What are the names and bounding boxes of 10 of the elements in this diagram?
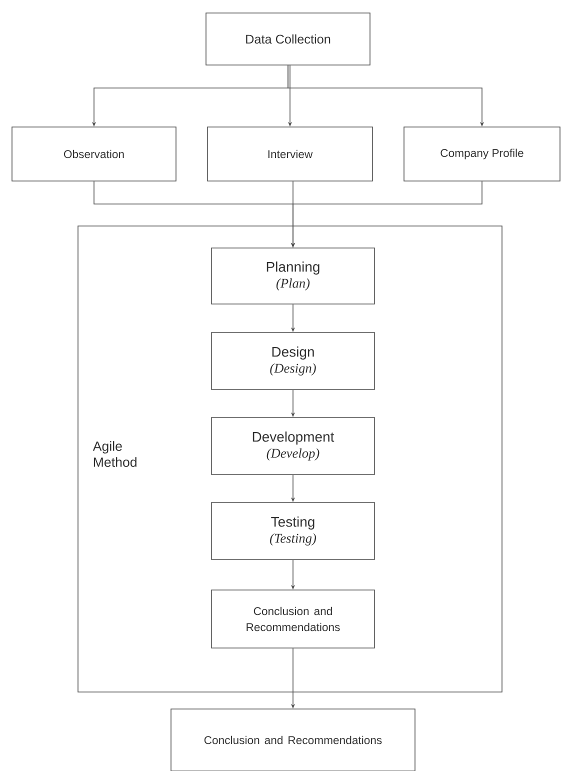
- stage-box: Testing (Testing): [211, 502, 375, 560]
- source-box: Observation: [12, 126, 176, 182]
- result-box: Conclusion and Recommendations: [170, 708, 416, 771]
- stage-box: Design (Design): [211, 332, 375, 390]
- stage-box: Development (Develop): [211, 417, 375, 475]
- source-box: Company Profile: [404, 126, 560, 182]
- source-box: Interview: [207, 126, 373, 182]
- stage-box: Conclusion and Recommendations: [211, 590, 375, 648]
- process-box: Data Collection: [206, 12, 370, 66]
- stage-box: Planning (Plan): [211, 248, 375, 304]
